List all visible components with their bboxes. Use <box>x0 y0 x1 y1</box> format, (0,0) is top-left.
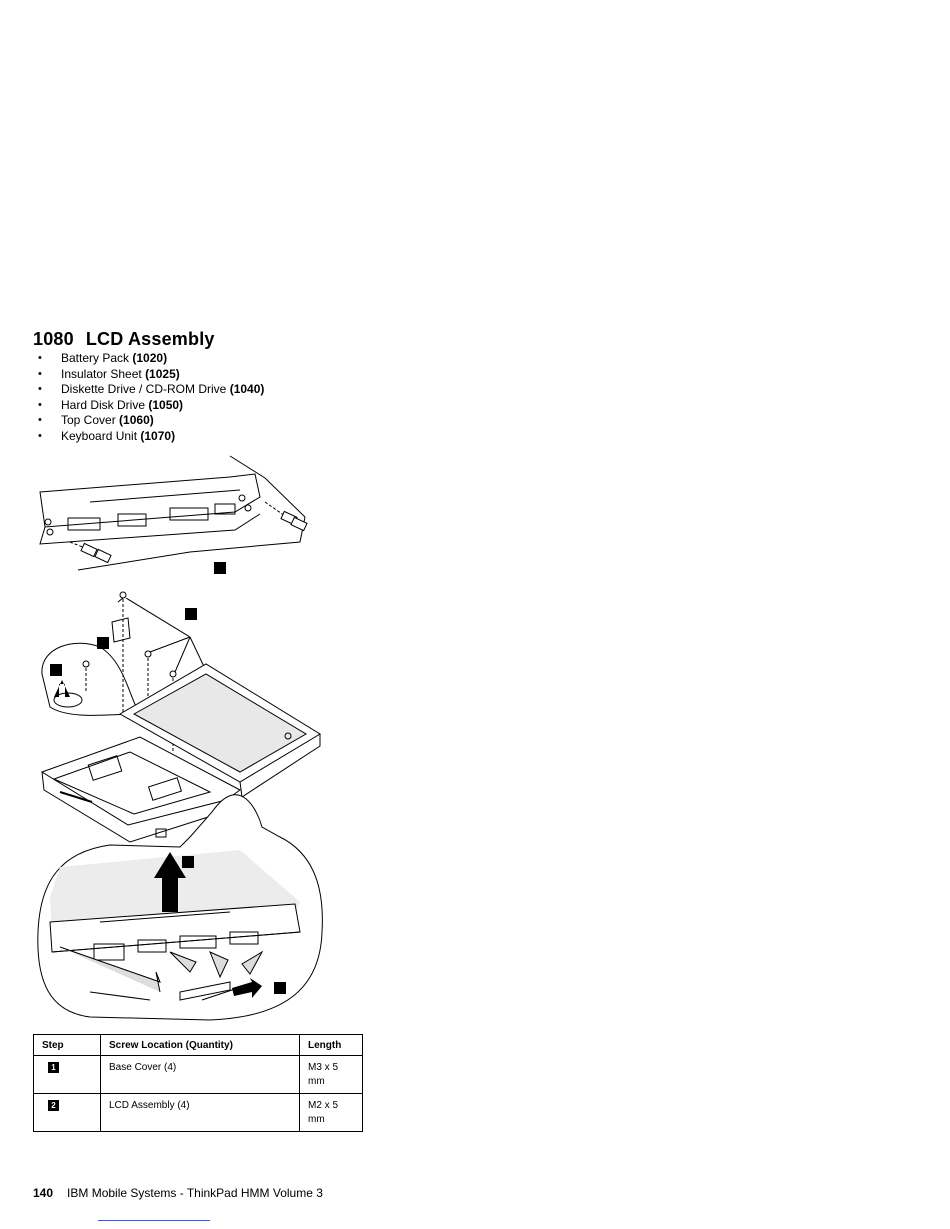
footer-text: IBM Mobile Systems - ThinkPad HMM Volume… <box>67 1186 323 1200</box>
prerequisite-item: Battery Pack (1020) <box>38 351 264 367</box>
prerequisite-list: Battery Pack (1020) Insulator Sheet (102… <box>38 351 264 445</box>
prerequisite-ref: (1070) <box>140 429 175 443</box>
section-title: 1080 LCD Assembly <box>33 329 215 350</box>
page-number: 140 <box>33 1186 53 1200</box>
detail-inset-diagram <box>38 795 323 1020</box>
step-callout <box>214 562 226 574</box>
step-cell: 2 <box>34 1094 101 1132</box>
location-cell: Base Cover (4) <box>101 1056 300 1094</box>
prerequisite-item: Top Cover (1060) <box>38 413 264 429</box>
prerequisite-ref: (1025) <box>145 367 180 381</box>
page-footer: 140 IBM Mobile Systems - ThinkPad HMM Vol… <box>33 1186 323 1200</box>
section-number: 1080 <box>33 329 74 349</box>
column-header-location: Screw Location (Quantity) <box>101 1035 300 1056</box>
table-row: 1 Base Cover (4) M3 x 5 mm <box>34 1056 363 1094</box>
prerequisite-ref: (1050) <box>148 398 183 412</box>
prerequisite-ref: (1040) <box>230 382 265 396</box>
prerequisite-ref: (1060) <box>119 413 154 427</box>
step-number-badge: 2 <box>48 1100 59 1111</box>
column-header-step: Step <box>34 1035 101 1056</box>
prerequisite-item: Keyboard Unit (1070) <box>38 429 264 445</box>
prerequisite-item: Insulator Sheet (1025) <box>38 367 264 383</box>
table-header-row: Step Screw Location (Quantity) Length <box>34 1035 363 1056</box>
step-number-badge: 1 <box>48 1062 59 1073</box>
lcd-removal-illustration <box>30 452 330 1022</box>
exploded-view-diagram <box>42 592 320 842</box>
prerequisite-item: Diskette Drive / CD-ROM Drive (1040) <box>38 382 264 398</box>
footer-link-underline[interactable] <box>98 1220 210 1221</box>
location-cell: LCD Assembly (4) <box>101 1094 300 1132</box>
section-name: LCD Assembly <box>86 329 215 349</box>
prerequisite-item: Hard Disk Drive (1050) <box>38 398 264 414</box>
column-header-length: Length <box>300 1035 363 1056</box>
length-cell: M3 x 5 mm <box>300 1056 363 1094</box>
rear-view-diagram <box>40 456 307 570</box>
step-cell: 1 <box>34 1056 101 1094</box>
prerequisite-ref: (1020) <box>132 351 167 365</box>
length-cell: M2 x 5 mm <box>300 1094 363 1132</box>
table-row: 2 LCD Assembly (4) M2 x 5 mm <box>34 1094 363 1132</box>
screw-table: Step Screw Location (Quantity) Length 1 … <box>33 1034 363 1132</box>
